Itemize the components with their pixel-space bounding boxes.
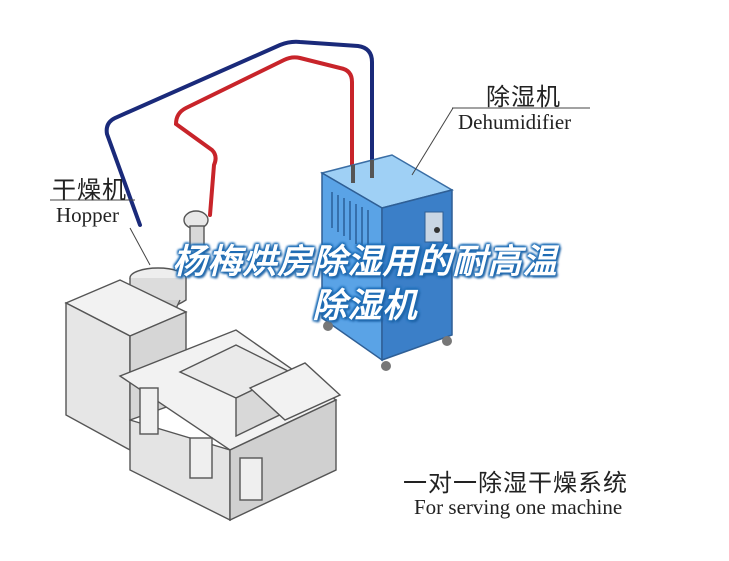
dehumidifier-en-label: Dehumidifier: [458, 110, 572, 134]
dehumidifier-cn-label: 除湿机: [486, 83, 561, 111]
hopper-en-label: Hopper: [56, 203, 119, 227]
caster-wheel: [381, 361, 391, 371]
control-panel: [424, 211, 444, 243]
molding-machine: [64, 279, 342, 522]
overlay-title-line2: 除湿机: [312, 286, 418, 326]
vent-grille: [331, 192, 369, 252]
system-en-label: For serving one machine: [414, 495, 623, 519]
dehumidifier-leader: [411, 107, 454, 176]
blue-return-pipe: [104, 39, 374, 227]
dehumidifier-unit: [320, 154, 454, 371]
caster-wheel: [323, 321, 333, 331]
red-supply-pipe: [173, 55, 354, 217]
system-cn-label: 一对一除湿干燥系统: [403, 469, 628, 497]
overlay-title: 杨梅烘房除湿用的耐高温 除湿机: [110, 240, 620, 328]
hopper-leader: [129, 227, 151, 266]
caster-wheel: [442, 336, 452, 346]
hopper-cn-label: 干燥机: [52, 176, 127, 204]
overlay-title-line1: 杨梅烘房除湿用的耐高温: [172, 242, 558, 282]
